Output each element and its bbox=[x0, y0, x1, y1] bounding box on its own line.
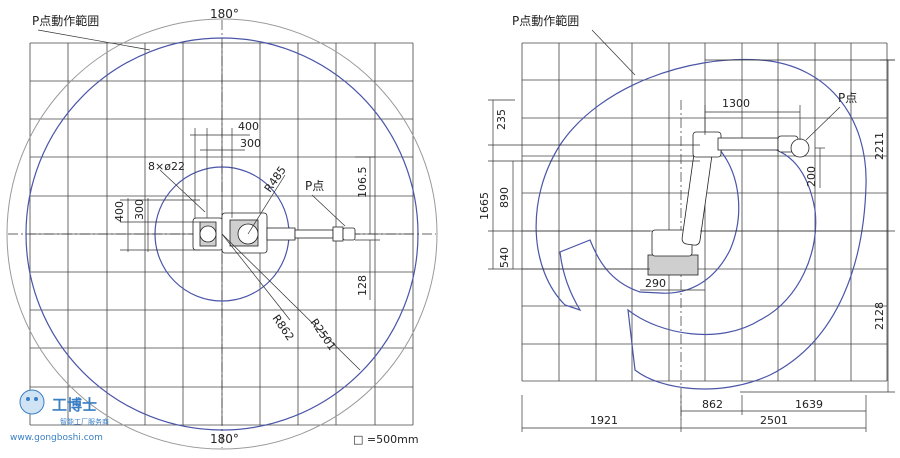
side-title-leader bbox=[591, 29, 636, 76]
dim-235: 235 bbox=[495, 109, 508, 130]
angle-top-label: 180° bbox=[210, 7, 239, 21]
watermark-name: 工博士 bbox=[52, 396, 97, 414]
side-view-grid bbox=[521, 42, 888, 382]
robot-top-view bbox=[192, 212, 356, 254]
dim-r862: R862 bbox=[270, 312, 297, 343]
dim-2128: 2128 bbox=[873, 302, 886, 330]
side-view: P点動作範囲 P点 bbox=[478, 13, 895, 432]
dim-1639: 1639 bbox=[795, 398, 823, 411]
p-point-leader bbox=[805, 106, 841, 141]
p-point-label-top: P点 bbox=[305, 179, 324, 193]
dim-1665: 1665 bbox=[478, 192, 491, 220]
dim-1300: 1300 bbox=[722, 97, 750, 110]
robot-side-view bbox=[647, 131, 810, 276]
dim-106-5: 106.5 bbox=[356, 167, 369, 199]
top-view-title: P点動作範囲 bbox=[32, 13, 99, 28]
dim-300-side: 300 bbox=[133, 199, 146, 220]
side-view-range-envelope bbox=[535, 58, 867, 390]
dim-400-side: 400 bbox=[113, 201, 126, 222]
title-leader-line bbox=[37, 29, 151, 51]
watermark-subtitle: 智能工厂服务商 bbox=[60, 417, 109, 426]
watermark: 工博士 智能工厂服务商 www.gongboshi.com bbox=[10, 389, 109, 443]
dim-holes: 8×ø22 bbox=[148, 160, 185, 173]
side-view-title: P点動作範囲 bbox=[512, 13, 579, 28]
outer-limit-circle bbox=[6, 18, 438, 450]
scale-note: □ =500mm bbox=[353, 433, 419, 446]
dim-2211: 2211 bbox=[873, 132, 886, 160]
top-view: P点動作範囲 180° 180° bbox=[6, 7, 438, 450]
dim-540: 540 bbox=[498, 247, 511, 268]
p-point-label-side: P点 bbox=[838, 91, 857, 105]
dim-r2501: R2501 bbox=[308, 316, 339, 353]
side-view-dimensions bbox=[488, 59, 895, 432]
dim-128: 128 bbox=[356, 275, 369, 296]
dim-1921: 1921 bbox=[590, 414, 618, 427]
dim-862: 862 bbox=[702, 398, 723, 411]
dim-890: 890 bbox=[498, 187, 511, 208]
dim-400-top: 400 bbox=[238, 120, 259, 133]
dim-2501: 2501 bbox=[760, 414, 788, 427]
dim-300-top: 300 bbox=[240, 137, 261, 150]
mascot-icon bbox=[19, 389, 45, 415]
dim-200: 200 bbox=[805, 166, 818, 187]
angle-bottom-label: 180° bbox=[210, 432, 239, 446]
dim-290: 290 bbox=[645, 277, 666, 290]
top-view-dimensions bbox=[120, 128, 380, 371]
watermark-url: www.gongboshi.com bbox=[10, 433, 103, 443]
dim-r485: R485 bbox=[262, 164, 289, 195]
